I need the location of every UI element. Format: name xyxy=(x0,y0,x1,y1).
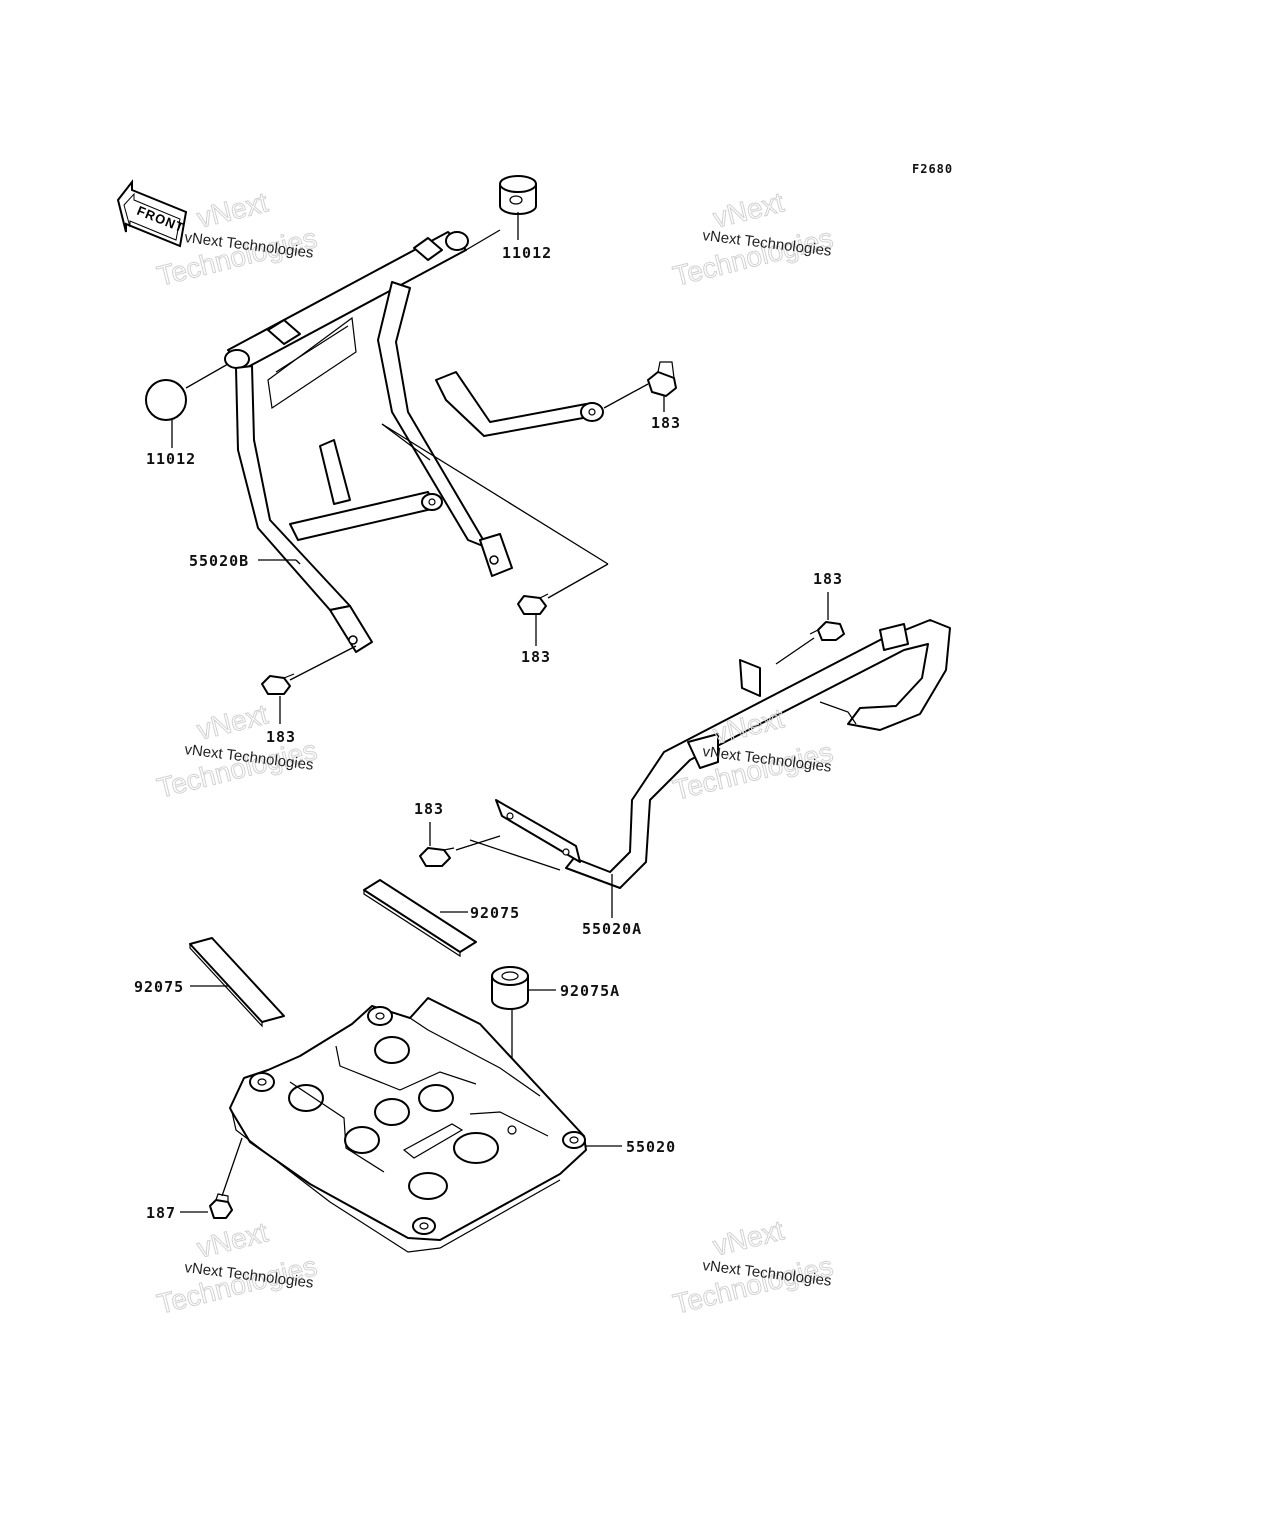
label-183-mid: 183 xyxy=(414,800,444,818)
label-11012-right: 11012 xyxy=(502,244,552,262)
pad-92075-upper xyxy=(363,879,477,958)
svg-text:vNext: vNext xyxy=(710,186,787,233)
pad-92075-left xyxy=(189,937,285,1028)
watermark-top-right: vNext Technologies vNext Technologies xyxy=(669,186,836,292)
svg-text:vNext: vNext xyxy=(194,186,271,233)
svg-text:vNext: vNext xyxy=(710,1214,787,1261)
guard-55020a xyxy=(495,619,951,889)
skid-plate-55020 xyxy=(229,997,587,1253)
diagram-code: F2680 xyxy=(912,162,953,176)
watermark-bottom-left: vNext Technologies vNext Technologies xyxy=(153,1216,320,1320)
label-92075a: 92075A xyxy=(560,982,620,1000)
bolt-183-right-bar xyxy=(809,621,845,641)
svg-text:vNext: vNext xyxy=(710,702,787,749)
front-arrow-icon: FRONT xyxy=(116,179,188,248)
label-55020b: 55020B xyxy=(189,552,249,570)
label-183-lower-left: 183 xyxy=(266,728,296,746)
bumper-11012-right xyxy=(499,175,537,215)
bumper-11012-left xyxy=(145,379,187,421)
bolt-183-center xyxy=(517,593,549,615)
bolt-183-lower-left xyxy=(261,673,295,695)
label-92075-left: 92075 xyxy=(134,978,184,996)
bolt-187 xyxy=(209,1193,233,1219)
label-55020a: 55020A xyxy=(582,920,642,938)
label-11012-left: 11012 xyxy=(146,450,196,468)
label-183-right-bar: 183 xyxy=(813,570,843,588)
watermark-bottom-right: vNext Technologies vNext Technologies xyxy=(669,1214,836,1320)
label-92075-upper: 92075 xyxy=(470,904,520,922)
svg-text:vNext: vNext xyxy=(194,1216,271,1263)
bolt-183-mid xyxy=(419,847,455,867)
svg-text:vNext: vNext xyxy=(194,698,271,745)
label-183-right-upper: 183 xyxy=(651,414,681,432)
guard-55020b xyxy=(224,231,604,653)
label-183-center: 183 xyxy=(521,648,551,666)
label-187: 187 xyxy=(146,1204,176,1222)
bolt-183-right-upper xyxy=(647,361,677,397)
damper-92075a xyxy=(491,966,529,1010)
watermark-mid-left: vNext Technologies vNext Technologies xyxy=(153,698,320,804)
label-55020: 55020 xyxy=(626,1138,676,1156)
